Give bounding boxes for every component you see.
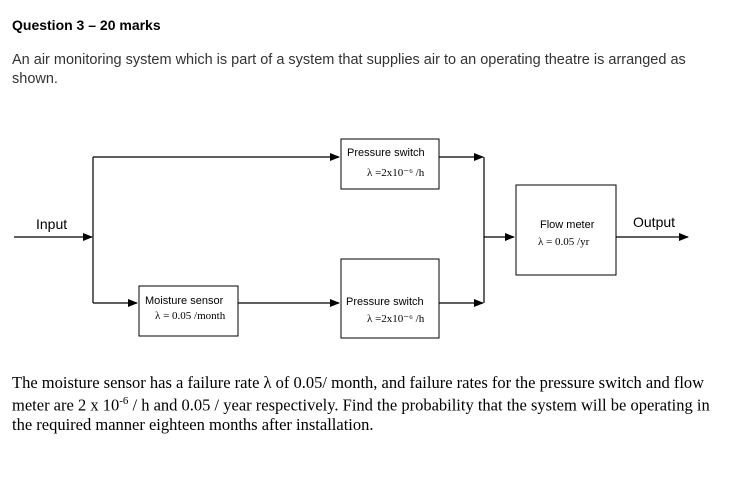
block-pressure-switch-top-rate: λ =2x10⁻⁶ /h (367, 167, 425, 179)
block-pressure-switch-top: Pressure switch λ =2x10⁻⁶ /h (340, 138, 440, 190)
block-moisture-sensor: Moisture sensor λ = 0.05 /month (138, 285, 239, 337)
block-pressure-switch-bottom-name: Pressure switch (346, 296, 424, 308)
block-pressure-switch-top-name: Pressure switch (347, 147, 425, 159)
block-flow-meter: Flow meter λ = 0.05 /yr (515, 184, 617, 276)
block-pressure-switch-bottom-rate: λ =2x10⁻⁶ /h (367, 313, 425, 325)
question-body-part1: The moisture sensor has a failure rate λ… (12, 373, 705, 415)
input-label: Input (36, 216, 67, 232)
question-body-part2: / h and 0.05 / year respectively. Find t… (12, 395, 710, 434)
block-pressure-switch-bottom: Pressure switch λ =2x10⁻⁶ /h (340, 258, 440, 339)
output-label: Output (633, 214, 675, 230)
question-intro: An air monitoring system which is part o… (12, 52, 686, 87)
question-body-exponent: -6 (119, 395, 129, 407)
block-flow-meter-name: Flow meter (540, 219, 595, 231)
block-moisture-sensor-rate: λ = 0.05 /month (155, 310, 226, 322)
question-title: Question 3 – 20 marks (12, 17, 161, 33)
question-body: The moisture sensor has a failure rate λ… (12, 373, 717, 434)
block-moisture-sensor-name: Moisture sensor (145, 295, 224, 307)
block-flow-meter-rate: λ = 0.05 /yr (538, 236, 590, 248)
